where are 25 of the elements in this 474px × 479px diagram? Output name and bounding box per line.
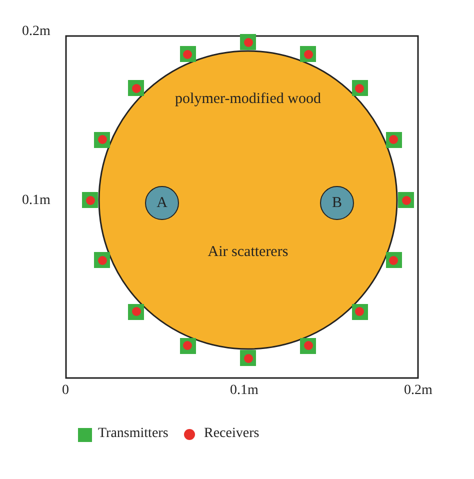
transducer-icon (128, 304, 144, 320)
transducer-icon (352, 80, 368, 96)
transducer-icon (386, 132, 402, 148)
legend-label: Receivers (204, 426, 260, 442)
transducer-icon (94, 252, 110, 268)
origin-label: 0 (62, 383, 69, 399)
transducer-icon (240, 34, 256, 50)
axis-tick-label: 0.1m (230, 383, 258, 399)
transducer-icon (386, 252, 402, 268)
transducer-icon (352, 304, 368, 320)
transducer-icon (300, 46, 316, 62)
transducer-icon (94, 132, 110, 148)
transducer-icon (180, 338, 196, 354)
transducer-icon (240, 350, 256, 366)
scatterer-label: Air scatterers (206, 243, 290, 262)
axis-tick-label: 0.1m (22, 193, 50, 209)
axis-tick-label: 0.2m (22, 24, 50, 40)
legend-label: Transmitters (98, 426, 168, 442)
transducer-icon (82, 192, 98, 208)
transducer-icon (128, 80, 144, 96)
transducer-icon (398, 192, 414, 208)
material-label: polymer-modified wood (174, 90, 322, 109)
transducer-icon (180, 46, 196, 62)
transducer-icon (300, 338, 316, 354)
axis-tick-label: 0.2m (404, 383, 432, 399)
